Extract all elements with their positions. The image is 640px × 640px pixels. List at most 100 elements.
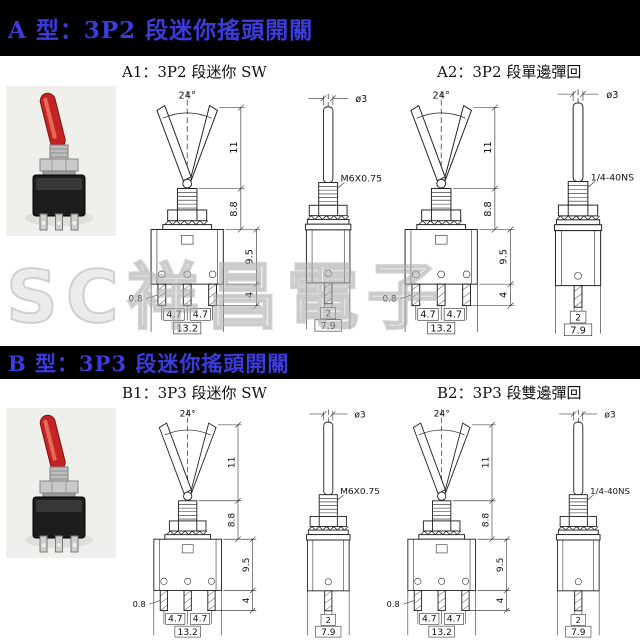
label-a1: A1：3P2 段迷你 SW: [122, 63, 267, 81]
dimension-lines: [400, 104, 515, 335]
drawing-b2-side: ø3 1/4-40NS 2 7.9: [526, 404, 636, 638]
switch-photo-a: [6, 86, 116, 236]
solder-pin: [573, 285, 583, 308]
toggle-front-drawing: 24° 11 8.8 9.5 4 0.8 4.7 4.7 13.2: [133, 409, 257, 638]
threaded-bushing: [318, 182, 345, 206]
hex-nut: [306, 516, 351, 541]
hex-nut: [416, 209, 467, 230]
dim-pin-length: 4: [245, 292, 256, 298]
toggle-lever: [572, 102, 584, 183]
toggle-side-drawing: ø3 M6X0.75 2 7.9: [306, 409, 380, 638]
hex-nut: [304, 204, 352, 231]
toggle-lever-positions: [412, 422, 471, 501]
toggle-lever-positions: [410, 104, 473, 189]
dim-bushing-height: 8.8: [227, 513, 237, 528]
toggle-side-drawing: ø3 1/4-40NS 2 7.9: [556, 409, 630, 638]
toggle-front-drawing: 24° 11 8.8 9.5 4 0.8 4.7 4.7 13.2: [387, 409, 511, 638]
dim-body-width: 13.2: [178, 628, 198, 638]
dim-pin-width: 2: [326, 615, 331, 625]
dim-body-width: 13.2: [432, 628, 452, 638]
solder-pin: [574, 590, 583, 612]
dim-angle: 24°: [180, 410, 196, 420]
toggle-side-drawing: ø3 M6X0.75 2 7.9: [304, 93, 382, 332]
dim-angle: 24°: [434, 410, 450, 420]
switch-photo: [6, 408, 116, 558]
dim-pin-thickness: 0.8: [128, 295, 142, 305]
solder-pins: [413, 589, 470, 612]
dim-pin-width: 2: [576, 615, 581, 625]
section-b-header: B 型：3P3 段迷你搖頭開關: [0, 346, 640, 379]
toggle-front-drawing: 24° 11 8.8 9.5 4 0.8 4.7 4.7 13.2: [128, 91, 261, 334]
section-a-header: A 型：3P2 段迷你搖頭開關: [0, 0, 640, 56]
switch-body: [306, 539, 350, 592]
dim-pin-pitch-1: 4.7: [168, 615, 183, 625]
dim-pin-width: 2: [575, 313, 581, 323]
lever-diameter-dim: [309, 411, 348, 421]
red-toggle-handle: [39, 92, 66, 149]
solder-pin: [324, 590, 333, 612]
dim-pin-thickness: 0.8: [133, 599, 146, 609]
dim-lever-length: 11: [227, 457, 237, 469]
dim-pin-length: 4: [499, 292, 510, 298]
switch-body: [153, 538, 222, 591]
drawing-a1-side: ø3 M6X0.75 2 7.9: [278, 82, 384, 338]
dim-pin-pitch-2: 4.7: [447, 615, 462, 625]
threaded-bushing: [178, 500, 198, 522]
lever-diameter-dim: [557, 90, 599, 101]
switch-body: [554, 230, 602, 287]
hex-nut: [418, 520, 466, 540]
dim-bushing-height: 8.8: [229, 201, 240, 217]
dim-lever-diameter: ø3: [606, 90, 618, 101]
dim-body-height: 9.5: [242, 557, 252, 572]
drawing-b2-front: 24° 11 8.8 9.5 4 0.8 4.7 4.7 13.2: [368, 402, 530, 638]
hex-nut: [162, 209, 213, 230]
dim-pin-pitch-1: 4.7: [422, 615, 437, 625]
chrome-bushing: [49, 466, 69, 483]
thread-spec-label: 1/4-40NS: [590, 486, 630, 496]
toggle-lever: [573, 421, 584, 496]
label-b2: B2：3P3 段雙邊彈回: [437, 384, 582, 402]
dimension-lines: [149, 421, 257, 638]
dim-angle: 24°: [179, 91, 196, 102]
dim-bushing-height: 8.8: [483, 201, 494, 217]
lever-diameter-dim: [559, 411, 598, 421]
dim-pin-length: 4: [242, 597, 252, 603]
switch-body: [407, 538, 476, 591]
dim-body-depth: 7.9: [321, 321, 336, 332]
section-a-title: A 型：3P2 段迷你搖頭開關: [8, 17, 314, 44]
dim-lever-length: 11: [229, 141, 240, 153]
thread-spec-label: 1/4-40NS: [591, 174, 635, 184]
dim-lever-length: 11: [481, 457, 491, 469]
toggle-side-drawing: ø3 1/4-40NS 2 7.9: [553, 89, 635, 337]
dim-body-width: 13.2: [430, 323, 452, 334]
chrome-bushing: [49, 144, 69, 161]
hex-nut: [164, 520, 212, 540]
dim-lever-length: 11: [483, 141, 494, 153]
label-b1: B1：3P3 段迷你 SW: [122, 384, 267, 402]
dim-pin-thickness: 0.8: [382, 295, 396, 305]
switch-photo-b: [6, 408, 116, 558]
dim-pin-pitch-2: 4.7: [193, 309, 209, 320]
hex-nut: [39, 480, 79, 498]
dim-pin-pitch-1: 4.7: [420, 309, 436, 320]
dimension-lines: [307, 590, 350, 638]
switch-body: [305, 229, 351, 284]
threaded-bushing: [318, 494, 344, 517]
dim-lever-diameter: ø3: [354, 411, 366, 421]
toggle-lever-positions: [156, 104, 219, 189]
dimension-lines: [555, 285, 601, 337]
red-toggle-handle: [39, 414, 66, 471]
dim-body-height: 9.5: [496, 557, 506, 572]
solder-pins: [159, 589, 216, 612]
dimension-lines: [557, 590, 600, 638]
switch-body: [150, 229, 224, 285]
toggle-front-drawing: 24° 11 8.8 9.5 4 0.8 4.7 4.7 13.2: [382, 91, 515, 335]
dim-pin-pitch-1: 4.7: [166, 309, 182, 320]
hex-nut: [39, 158, 79, 176]
dimension-lines: [403, 421, 511, 638]
hex-nut: [556, 516, 601, 541]
hex-nut: [553, 204, 603, 232]
dim-body-width: 13.2: [176, 323, 198, 334]
drawing-a2-side: ø3 1/4-40NS 2 7.9: [526, 82, 636, 338]
threaded-bushing: [568, 494, 594, 517]
